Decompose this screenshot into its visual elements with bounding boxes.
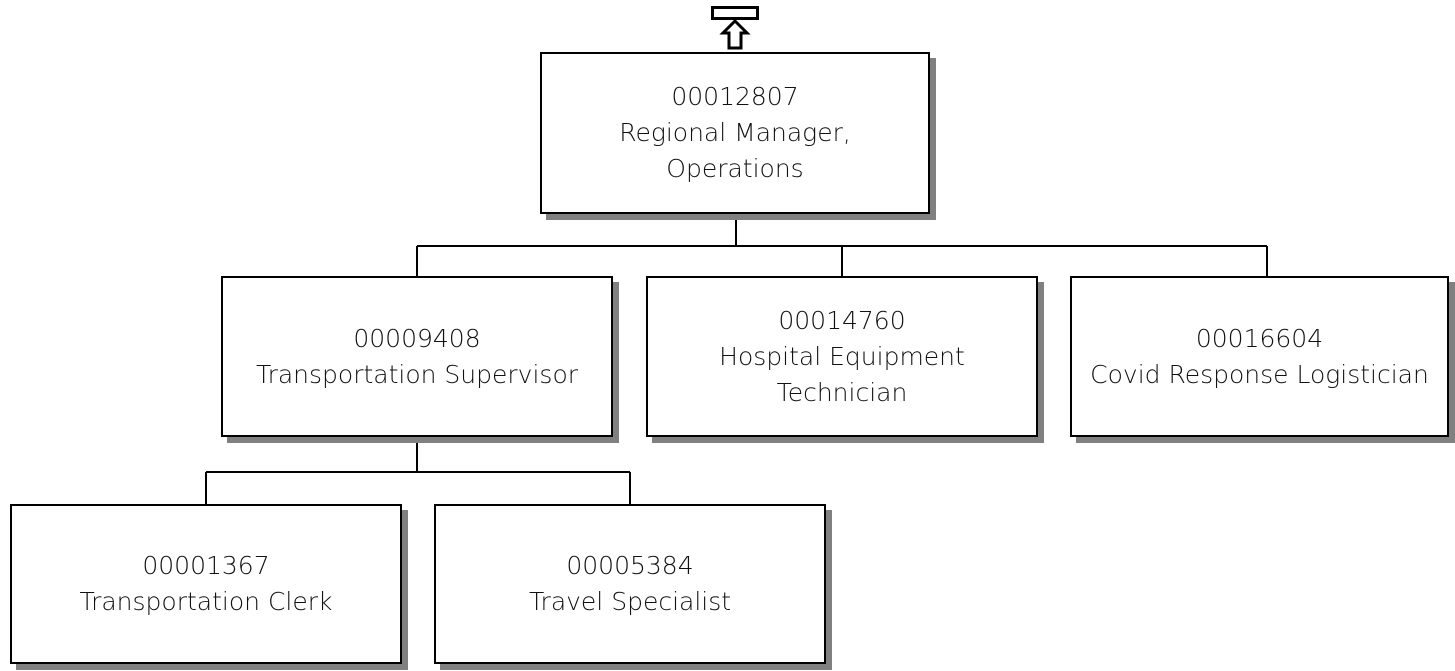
node-00001367[interactable]: 00001367 Transportation Clerk <box>10 504 402 664</box>
node-title: Covid Response Logistician <box>1090 359 1429 389</box>
node-title: Travel Specialist <box>528 587 732 616</box>
node-00014760[interactable]: 00014760 Hospital Equipment Technician <box>646 276 1038 437</box>
node-id: 00014760 <box>778 305 906 335</box>
node-id: 00009408 <box>353 323 481 353</box>
node-title-line-1: Hospital Equipment <box>719 341 965 371</box>
node-title: Transportation Supervisor <box>255 359 579 389</box>
node-00016604[interactable]: 00016604 Covid Response Logistician <box>1070 276 1449 437</box>
node-title-line-2: Operations <box>666 154 804 183</box>
node-title: Transportation Clerk <box>79 587 333 616</box>
node-00009408[interactable]: 00009408 Transportation Supervisor <box>221 276 613 437</box>
node-id: 00005384 <box>566 551 694 580</box>
node-title-line-1: Regional Manager, <box>619 118 851 147</box>
node-00005384[interactable]: 00005384 Travel Specialist <box>434 504 826 664</box>
node-00012807[interactable]: 00012807 Regional Manager, Operations <box>540 52 930 214</box>
up-arrow-icon[interactable] <box>711 6 759 50</box>
node-id: 00012807 <box>671 82 799 111</box>
node-title-line-2: Technician <box>776 377 908 407</box>
node-id: 00016604 <box>1195 323 1324 353</box>
node-id: 00001367 <box>142 551 270 580</box>
